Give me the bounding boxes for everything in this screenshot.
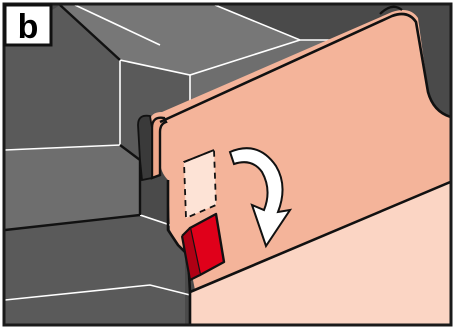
machine-base: [5, 215, 185, 324]
panel-label: b: [5, 5, 51, 46]
panel-label-text: b: [18, 8, 39, 46]
